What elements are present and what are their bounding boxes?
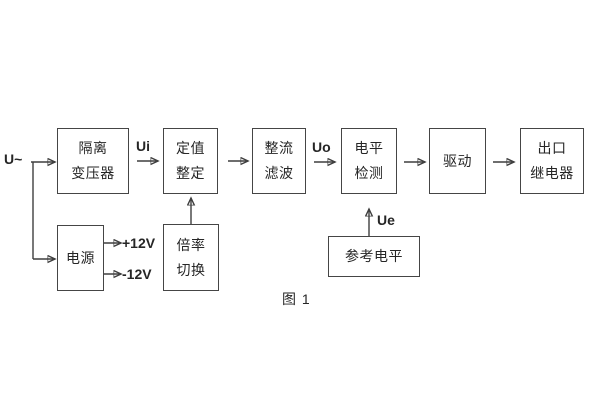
- label-minus-12v: -12V: [122, 266, 152, 282]
- block-isolation-transformer-line2: 变压器: [71, 165, 115, 181]
- block-output-relay-line1: 出口: [537, 140, 567, 156]
- block-reference-level-label: 参考电平: [345, 248, 403, 264]
- figure-caption: 图 1: [282, 291, 311, 307]
- label-ui: Ui: [136, 138, 150, 154]
- block-setpoint-setting: 定值 整定: [163, 128, 218, 194]
- block-drive-label: 驱动: [443, 152, 472, 169]
- label-plus-12v: +12V: [122, 235, 156, 251]
- block-drive: 驱动: [429, 128, 486, 194]
- block-rectifier-filter-line2: 滤波: [264, 165, 294, 181]
- block-ratio-switch-line1: 倍率: [176, 236, 206, 253]
- block-level-detection: 电平 检测: [341, 128, 397, 194]
- block-level-detection-line1: 电平: [354, 140, 384, 156]
- block-ratio-switch-line2: 切换: [176, 261, 206, 278]
- block-reference-level: 参考电平: [328, 236, 420, 277]
- block-rectifier-filter-line1: 整流: [264, 140, 294, 156]
- block-ratio-switch: 倍率 切换: [163, 224, 219, 291]
- block-setpoint-setting-line1: 定值: [176, 140, 205, 156]
- block-output-relay-line2: 继电器: [530, 165, 574, 181]
- block-setpoint-setting-line2: 整定: [176, 165, 205, 181]
- block-rectifier-filter: 整流 滤波: [252, 128, 306, 194]
- block-power-supply: 电源: [57, 225, 104, 291]
- label-ue: Ue: [377, 212, 395, 228]
- block-output-relay: 出口 继电器: [520, 128, 584, 194]
- block-isolation-transformer: 隔离 变压器: [57, 128, 129, 194]
- block-power-supply-label: 电源: [66, 249, 95, 266]
- label-input-voltage: U~: [4, 151, 23, 167]
- label-uo: Uo: [312, 139, 331, 155]
- block-level-detection-line2: 检测: [354, 165, 384, 181]
- block-isolation-transformer-line1: 隔离: [78, 140, 108, 156]
